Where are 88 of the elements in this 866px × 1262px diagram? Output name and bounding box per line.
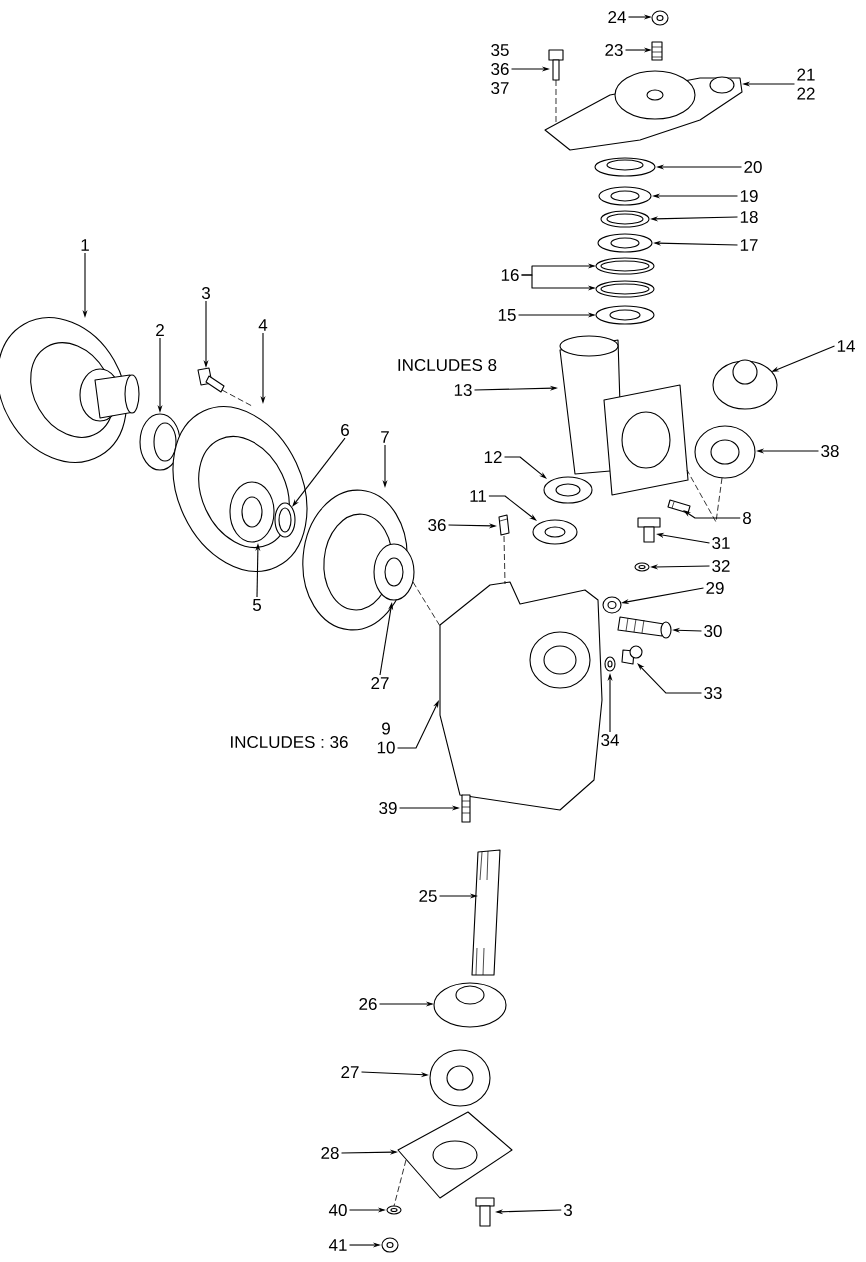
alignment-line bbox=[221, 389, 253, 407]
bolt bbox=[548, 49, 564, 81]
callout-number: 14 bbox=[837, 340, 855, 352]
stud bbox=[651, 41, 663, 61]
callout-number: 23 bbox=[605, 44, 623, 57]
steering-arm bbox=[544, 70, 743, 151]
bolt bbox=[617, 616, 672, 639]
callout-number: 4 bbox=[258, 319, 268, 331]
callout-number: 13 bbox=[454, 384, 472, 397]
callout-number: 20 bbox=[744, 161, 762, 174]
washer bbox=[386, 1205, 402, 1215]
callout-number: 7 bbox=[381, 431, 389, 443]
callout-number: 9 10 bbox=[377, 722, 395, 754]
stud bbox=[461, 794, 471, 823]
nut bbox=[381, 1237, 399, 1253]
leader-arrow bbox=[503, 456, 547, 479]
seal bbox=[594, 157, 656, 177]
bearing bbox=[373, 543, 415, 601]
bolt bbox=[637, 517, 661, 543]
callout-number: 41 bbox=[328, 1239, 347, 1251]
callout-number: 28 bbox=[321, 1147, 339, 1160]
leader-arrow bbox=[292, 437, 346, 507]
bearing bbox=[694, 425, 756, 479]
housing bbox=[439, 581, 603, 811]
nut bbox=[602, 596, 622, 614]
pin bbox=[498, 514, 510, 536]
callout-number: 30 bbox=[704, 625, 722, 638]
leader-arrow bbox=[488, 495, 537, 521]
callout-number: 25 bbox=[419, 890, 437, 903]
spindle-housing bbox=[559, 335, 689, 496]
bearing bbox=[595, 305, 655, 325]
alignment-line bbox=[503, 535, 506, 585]
sleeve bbox=[597, 233, 653, 253]
callout-number: 32 bbox=[712, 560, 730, 573]
callout-number: 1 bbox=[81, 239, 89, 251]
callout-number: 39 bbox=[379, 802, 397, 815]
alignment-line bbox=[412, 581, 441, 627]
note-text: INCLUDES : 36 bbox=[231, 736, 348, 749]
callout-number: 6 bbox=[341, 424, 349, 437]
callout-number: 18 bbox=[740, 211, 758, 224]
callout-number: 21 22 bbox=[797, 68, 815, 100]
callout-number: 27 bbox=[371, 677, 389, 689]
pinion-gear bbox=[712, 359, 778, 410]
callout-number: 17 bbox=[740, 239, 758, 251]
callout-number: 35 36 37 bbox=[491, 44, 509, 95]
bearing-cup bbox=[543, 476, 593, 504]
callout-number: 33 bbox=[704, 687, 722, 700]
leader-arrow bbox=[637, 663, 703, 694]
callout-number: 3 bbox=[201, 287, 210, 300]
callout-number: 31 bbox=[712, 537, 730, 550]
bearing bbox=[598, 186, 652, 206]
callout-number: 26 bbox=[359, 998, 377, 1011]
callout-number: 15 bbox=[498, 309, 516, 321]
washer bbox=[634, 562, 650, 572]
alignment-line bbox=[686, 469, 723, 523]
callout-number: 11 bbox=[470, 490, 486, 502]
bevel-gear bbox=[433, 982, 507, 1028]
snap-ring bbox=[595, 257, 655, 275]
callout-number: 36 bbox=[428, 519, 446, 532]
callout-number: 5 bbox=[252, 599, 261, 611]
bolt bbox=[475, 1197, 495, 1227]
callout-number: 38 bbox=[821, 445, 839, 458]
callout-number: 40 bbox=[328, 1204, 347, 1217]
note-text: INCLUDES 8 bbox=[398, 359, 497, 372]
callout-number: 12 bbox=[484, 451, 502, 463]
snap-ring bbox=[595, 280, 655, 298]
callout-number: 8 bbox=[743, 512, 751, 525]
nut bbox=[651, 10, 669, 26]
alignment-line bbox=[555, 79, 557, 125]
bearing bbox=[532, 519, 578, 545]
callout-number: 24 bbox=[608, 11, 626, 23]
pin bbox=[667, 499, 691, 514]
shaft bbox=[471, 849, 501, 976]
callout-number: 19 bbox=[740, 190, 758, 203]
bearing bbox=[429, 1049, 491, 1107]
alignment-line bbox=[393, 1159, 407, 1207]
callout-number: 16 bbox=[501, 269, 519, 282]
callout-number: 3 bbox=[563, 1204, 572, 1217]
callout-number: 27 bbox=[341, 1066, 359, 1078]
bolt bbox=[197, 367, 225, 393]
callout-number: 29 bbox=[706, 582, 724, 595]
callout-number: 34 bbox=[601, 734, 619, 747]
cover-plate bbox=[397, 1111, 513, 1199]
bolt bbox=[621, 645, 643, 665]
washer bbox=[604, 656, 616, 672]
ring bbox=[600, 210, 650, 228]
flange bbox=[0, 317, 140, 463]
callout-number: 2 bbox=[156, 324, 164, 336]
